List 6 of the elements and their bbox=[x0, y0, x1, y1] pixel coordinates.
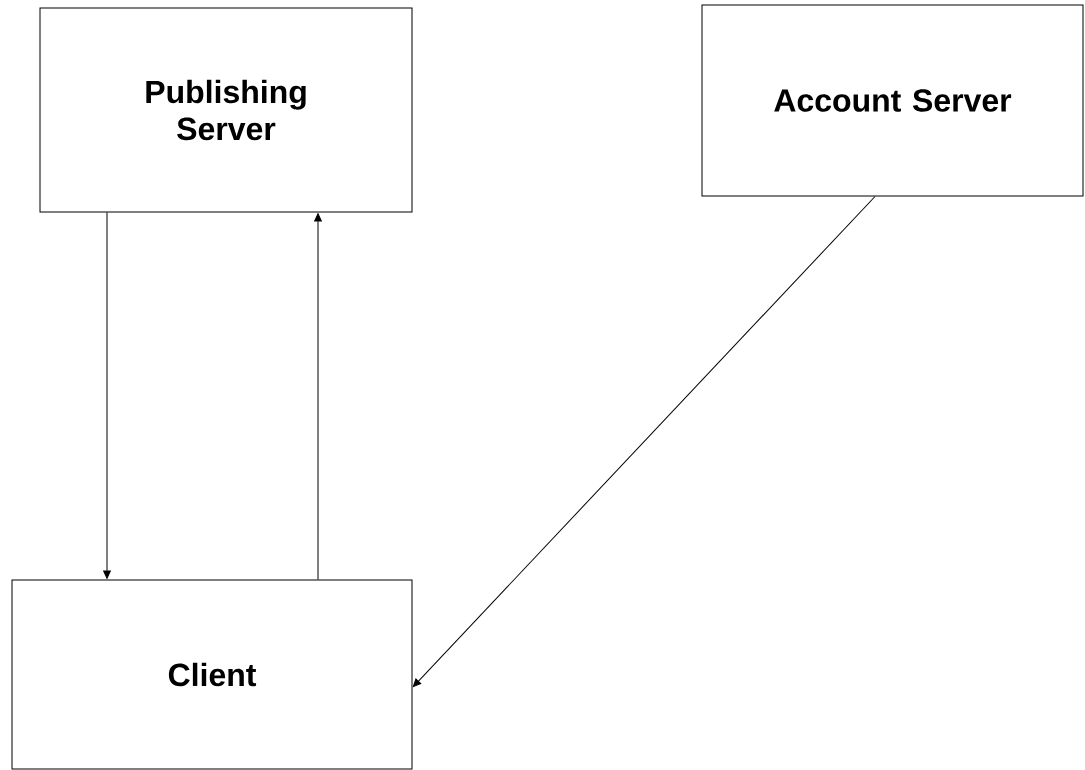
arrow bbox=[314, 213, 322, 580]
server-box: Account Server bbox=[701, 4, 1084, 197]
arrow bbox=[103, 212, 111, 579]
server-box: Publishing Server bbox=[39, 7, 413, 213]
server-box: Client bbox=[11, 579, 413, 770]
arrow bbox=[412, 196, 876, 688]
